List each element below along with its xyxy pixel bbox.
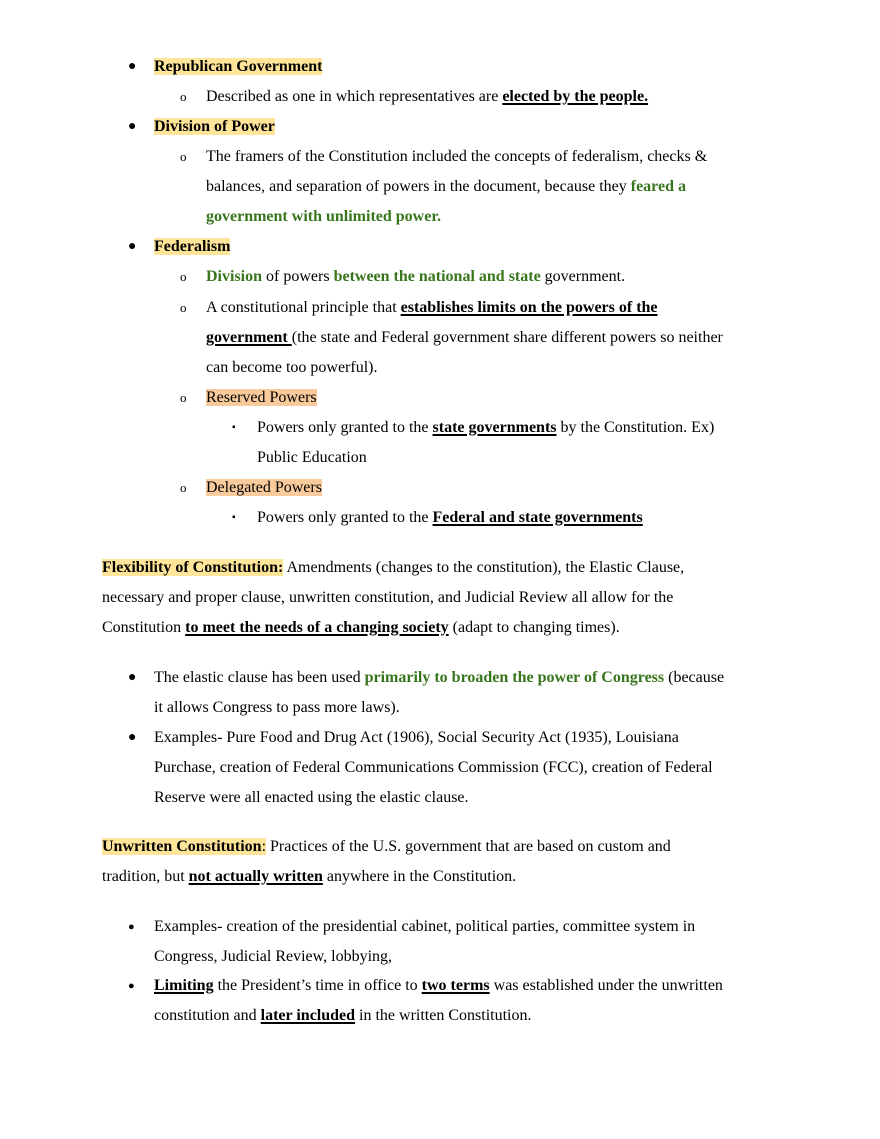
bullet-square-icon: ▪ [232,512,236,523]
two-terms-line-2: constitution and later included in the w… [154,1006,531,1026]
flexibility-paragraph-line-1: Flexibility of Constitution: Amendments … [102,558,684,578]
text: balances, and separation of powers in th… [206,178,631,195]
text: A constitutional principle that [206,299,401,316]
bullet-circle-icon: o [180,300,187,315]
text: (the state and Federal government share … [291,329,723,346]
unwritten-paragraph-line-1: Unwritten Constitution: Practices of the… [102,837,671,857]
text: : [261,838,267,855]
text: (adapt to changing times). [448,619,620,636]
reserved-powers-label: Reserved Powers [206,388,317,408]
emphasis-text: elected by the people. [502,88,649,105]
division-text-line-2: balances, and separation of powers in th… [206,177,686,197]
emphasis-text: government [206,329,292,346]
flexibility-paragraph-line-2: necessary and proper clause, unwritten c… [102,588,673,608]
text: Practices of the U.S. government that ar… [266,838,671,855]
text: Purchase, creation of Federal Communicat… [154,759,713,776]
bullet-disc-icon: ● [128,119,137,134]
text: constitution and [154,1007,261,1024]
elastic-clause-line-1: The elastic clause has been used primari… [154,668,724,688]
highlighted-term: Delegated Powers [206,479,322,496]
bullet-circle-icon: o [180,269,187,284]
bullet-disc-icon: ● [128,239,137,254]
emphasis-text: to meet the needs of a changing society [185,619,449,636]
text: can become too powerful). [206,359,378,376]
text: government. [540,268,626,285]
emphasis-text: two terms [421,977,490,994]
bullet-circle-icon: o [180,390,187,405]
emphasis-text: not actually written [188,868,323,885]
text: necessary and proper clause, unwritten c… [102,589,674,606]
highlighted-term: Federalism [154,238,231,255]
bullet-disc-icon: ● [128,921,135,933]
text: was established under the unwritten [489,977,723,994]
text: Reserve were all enacted using the elast… [154,789,469,806]
heading-republican-government: Republican Government [154,57,323,77]
bullet-disc-icon: ● [128,730,137,745]
highlighted-term: Republican Government [154,58,323,75]
text: Constitution [102,619,186,636]
bullet-circle-icon: o [180,89,187,104]
text: in the written Constitution. [355,1007,532,1024]
green-emphasis: government with unlimited power. [206,208,441,225]
text: Examples- creation of the presidential c… [154,918,696,935]
bullet-disc-icon: ● [128,670,137,685]
delegated-powers-line: Powers only granted to the Federal and s… [257,508,643,528]
text: by the Constitution. Ex) [556,419,715,436]
text: tradition, but [102,868,189,885]
unwritten-examples-line-2: Congress, Judicial Review, lobbying, [154,947,392,967]
emphasis-text: Limiting [154,977,214,994]
text: Powers only granted to the [257,419,433,436]
text: anywhere in the Constitution. [322,868,517,885]
federalism-principle-line-2: government (the state and Federal govern… [206,328,723,348]
federalism-principle-line-1: A constitutional principle that establis… [206,298,658,318]
emphasis-text: Federal and state governments [432,509,643,526]
division-text-line-3: government with unlimited power. [206,207,441,227]
text: the President’s time in office to [213,977,422,994]
text: Congress, Judicial Review, lobbying, [154,948,393,965]
text: Public Education [257,449,367,466]
bullet-circle-icon: o [180,480,187,495]
green-emphasis: between the national and state [333,268,541,285]
bullet-disc-icon: ● [128,980,135,992]
highlighted-term: Reserved Powers [206,389,317,406]
heading-flexibility: Flexibility of Constitution: [102,559,284,576]
elastic-examples-line-3: Reserve were all enacted using the elast… [154,788,469,808]
elastic-examples-line-1: Examples- Pure Food and Drug Act (1906),… [154,728,679,748]
division-text-line-1: The framers of the Constitution included… [206,147,707,167]
text: it allows Congress to pass more laws). [154,699,400,716]
text: Powers only granted to the [257,509,433,526]
heading-division-of-power: Division of Power [154,117,275,137]
elastic-examples-line-2: Purchase, creation of Federal Communicat… [154,758,713,778]
text: Examples- Pure Food and Drug Act (1906),… [154,729,679,746]
republican-description: Described as one in which representative… [206,87,648,107]
unwritten-paragraph-line-2: tradition, but not actually written anyw… [102,867,516,887]
green-emphasis: primarily to broaden the power of Congre… [364,669,665,686]
text: Amendments (changes to the constitution)… [283,559,685,576]
bullet-square-icon: ▪ [232,422,236,433]
emphasis-text: later included [260,1007,356,1024]
highlighted-term: Division of Power [154,118,275,135]
emphasis-text: establishes limits on the powers of the [400,299,658,316]
heading-unwritten-constitution: Unwritten Constitution [102,838,262,855]
federalism-principle-line-3: can become too powerful). [206,358,377,378]
two-terms-line-1: Limiting the President’s time in office … [154,976,723,996]
text: The elastic clause has been used [154,669,365,686]
reserved-powers-line-2: Public Education [257,448,367,468]
emphasis-text: state governments [432,419,557,436]
text: The framers of the Constitution included… [206,148,708,165]
green-emphasis: Division [206,268,263,285]
federalism-division-line: Division of powers between the national … [206,267,625,287]
heading-federalism: Federalism [154,237,231,257]
text: of powers [262,268,334,285]
bullet-circle-icon: o [180,149,187,164]
flexibility-paragraph-line-3: Constitution to meet the needs of a chan… [102,618,620,638]
elastic-clause-line-2: it allows Congress to pass more laws). [154,698,400,718]
text: Described as one in which representative… [206,88,503,105]
green-emphasis: feared a [630,178,686,195]
bullet-disc-icon: ● [128,59,137,74]
reserved-powers-line-1: Powers only granted to the state governm… [257,418,714,438]
unwritten-examples-line-1: Examples- creation of the presidential c… [154,917,695,937]
text: (because [664,669,725,686]
delegated-powers-label: Delegated Powers [206,478,322,498]
